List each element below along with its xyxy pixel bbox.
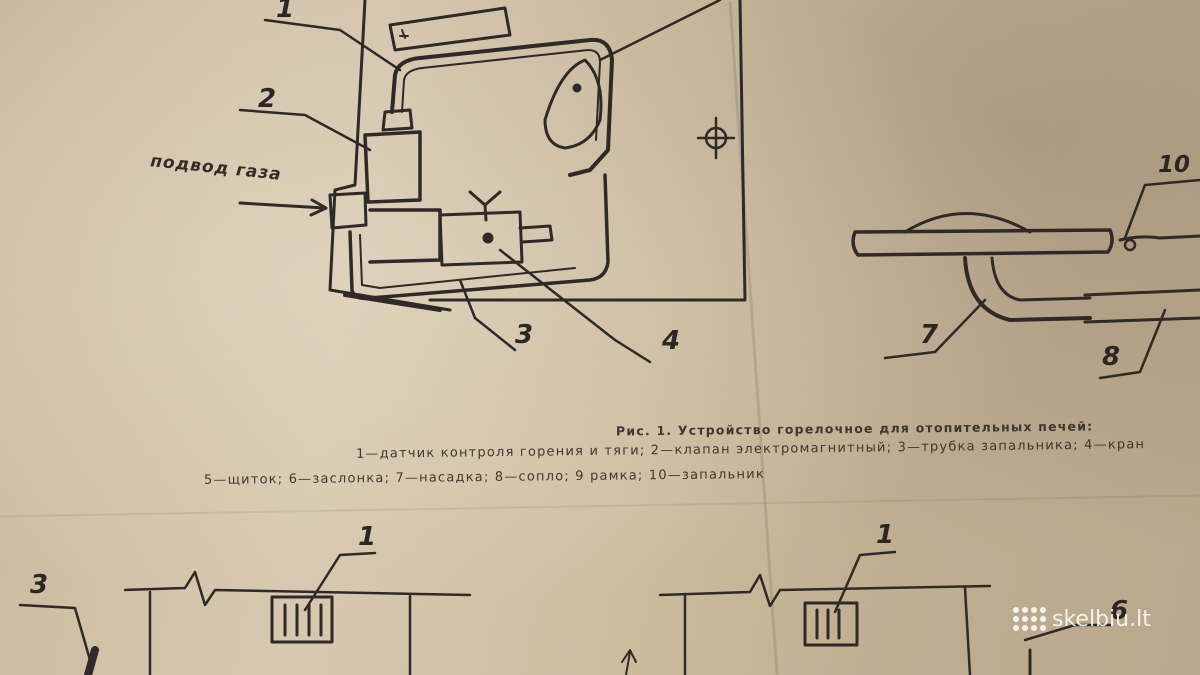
top-bracket-pin (399, 29, 409, 39)
callout-7: 7 (920, 320, 939, 350)
leader-10 (1123, 178, 1200, 240)
lower-left-grille (270, 595, 334, 644)
leader-8 (1098, 308, 1167, 380)
lower-left-top-line (123, 570, 472, 607)
leader-6-lower (1023, 623, 1112, 642)
callout-8: 8 (1102, 342, 1121, 372)
leader-7 (883, 298, 987, 360)
watermark: skelbiu.lt (1012, 602, 1151, 636)
lower-right-top-line (658, 573, 992, 608)
nozzle-pipe-inner (990, 256, 1092, 302)
frame-right (428, 0, 747, 302)
cock-body (438, 210, 524, 267)
callout-2: 2 (258, 84, 277, 114)
leader-1 (263, 18, 402, 72)
igniter (1118, 234, 1200, 242)
cock-spindle (518, 224, 554, 244)
tee-pipe (368, 208, 442, 264)
valve-cap (381, 108, 414, 132)
valve-body (363, 130, 422, 204)
lower-right-grille (803, 601, 859, 647)
lower-left-grille-bars (283, 603, 323, 637)
lower-right-arrow (621, 649, 637, 675)
gas-arrow-head (309, 198, 328, 217)
callout-6-lower: 6 (1110, 596, 1129, 626)
lower-left-wall (148, 590, 412, 675)
pilot-tube (348, 173, 610, 301)
gas-arrow (238, 201, 327, 210)
leader-3-lower (18, 603, 92, 662)
sensor-dot (572, 83, 582, 93)
pilot-tube-2 (359, 234, 576, 289)
callout-1-top: 1 (276, 0, 295, 24)
callout-1-lower-left: 1 (358, 522, 377, 552)
crosshair-lines (696, 116, 736, 160)
igniter-dot (1123, 238, 1137, 252)
leader-6 (598, 0, 722, 62)
lower-right-grille-bars (815, 608, 841, 640)
base-plate (343, 293, 442, 312)
cock-handle (468, 190, 502, 222)
leader-1-lower-left (303, 551, 377, 612)
nozzle-head (1083, 288, 1200, 324)
burner-plate (851, 228, 1114, 257)
callout-4: 4 (662, 326, 681, 356)
sensor-pipe (390, 37, 614, 177)
callout-10: 10 (1158, 152, 1191, 178)
watermark-dots-icon (1012, 602, 1046, 636)
lower-left-post (84, 646, 99, 675)
top-bracket (388, 6, 512, 52)
leader-2 (238, 108, 372, 152)
inlet-block (328, 191, 368, 230)
dome (903, 212, 1032, 234)
callout-3-lower: 3 (30, 570, 49, 600)
cock-center (482, 232, 494, 244)
leader-4 (498, 248, 652, 364)
callout-1-lower-right: 1 (876, 520, 895, 550)
sensor-body (543, 58, 603, 150)
callout-3: 3 (515, 320, 534, 350)
sensor-pipe-inner (401, 49, 601, 141)
leader-3 (458, 278, 517, 352)
nozzle-pipe (963, 256, 1092, 322)
leader-1-lower-right (833, 550, 897, 614)
lower-right-wall (683, 586, 972, 675)
watermark-text: skelbiu.lt (1052, 606, 1151, 632)
